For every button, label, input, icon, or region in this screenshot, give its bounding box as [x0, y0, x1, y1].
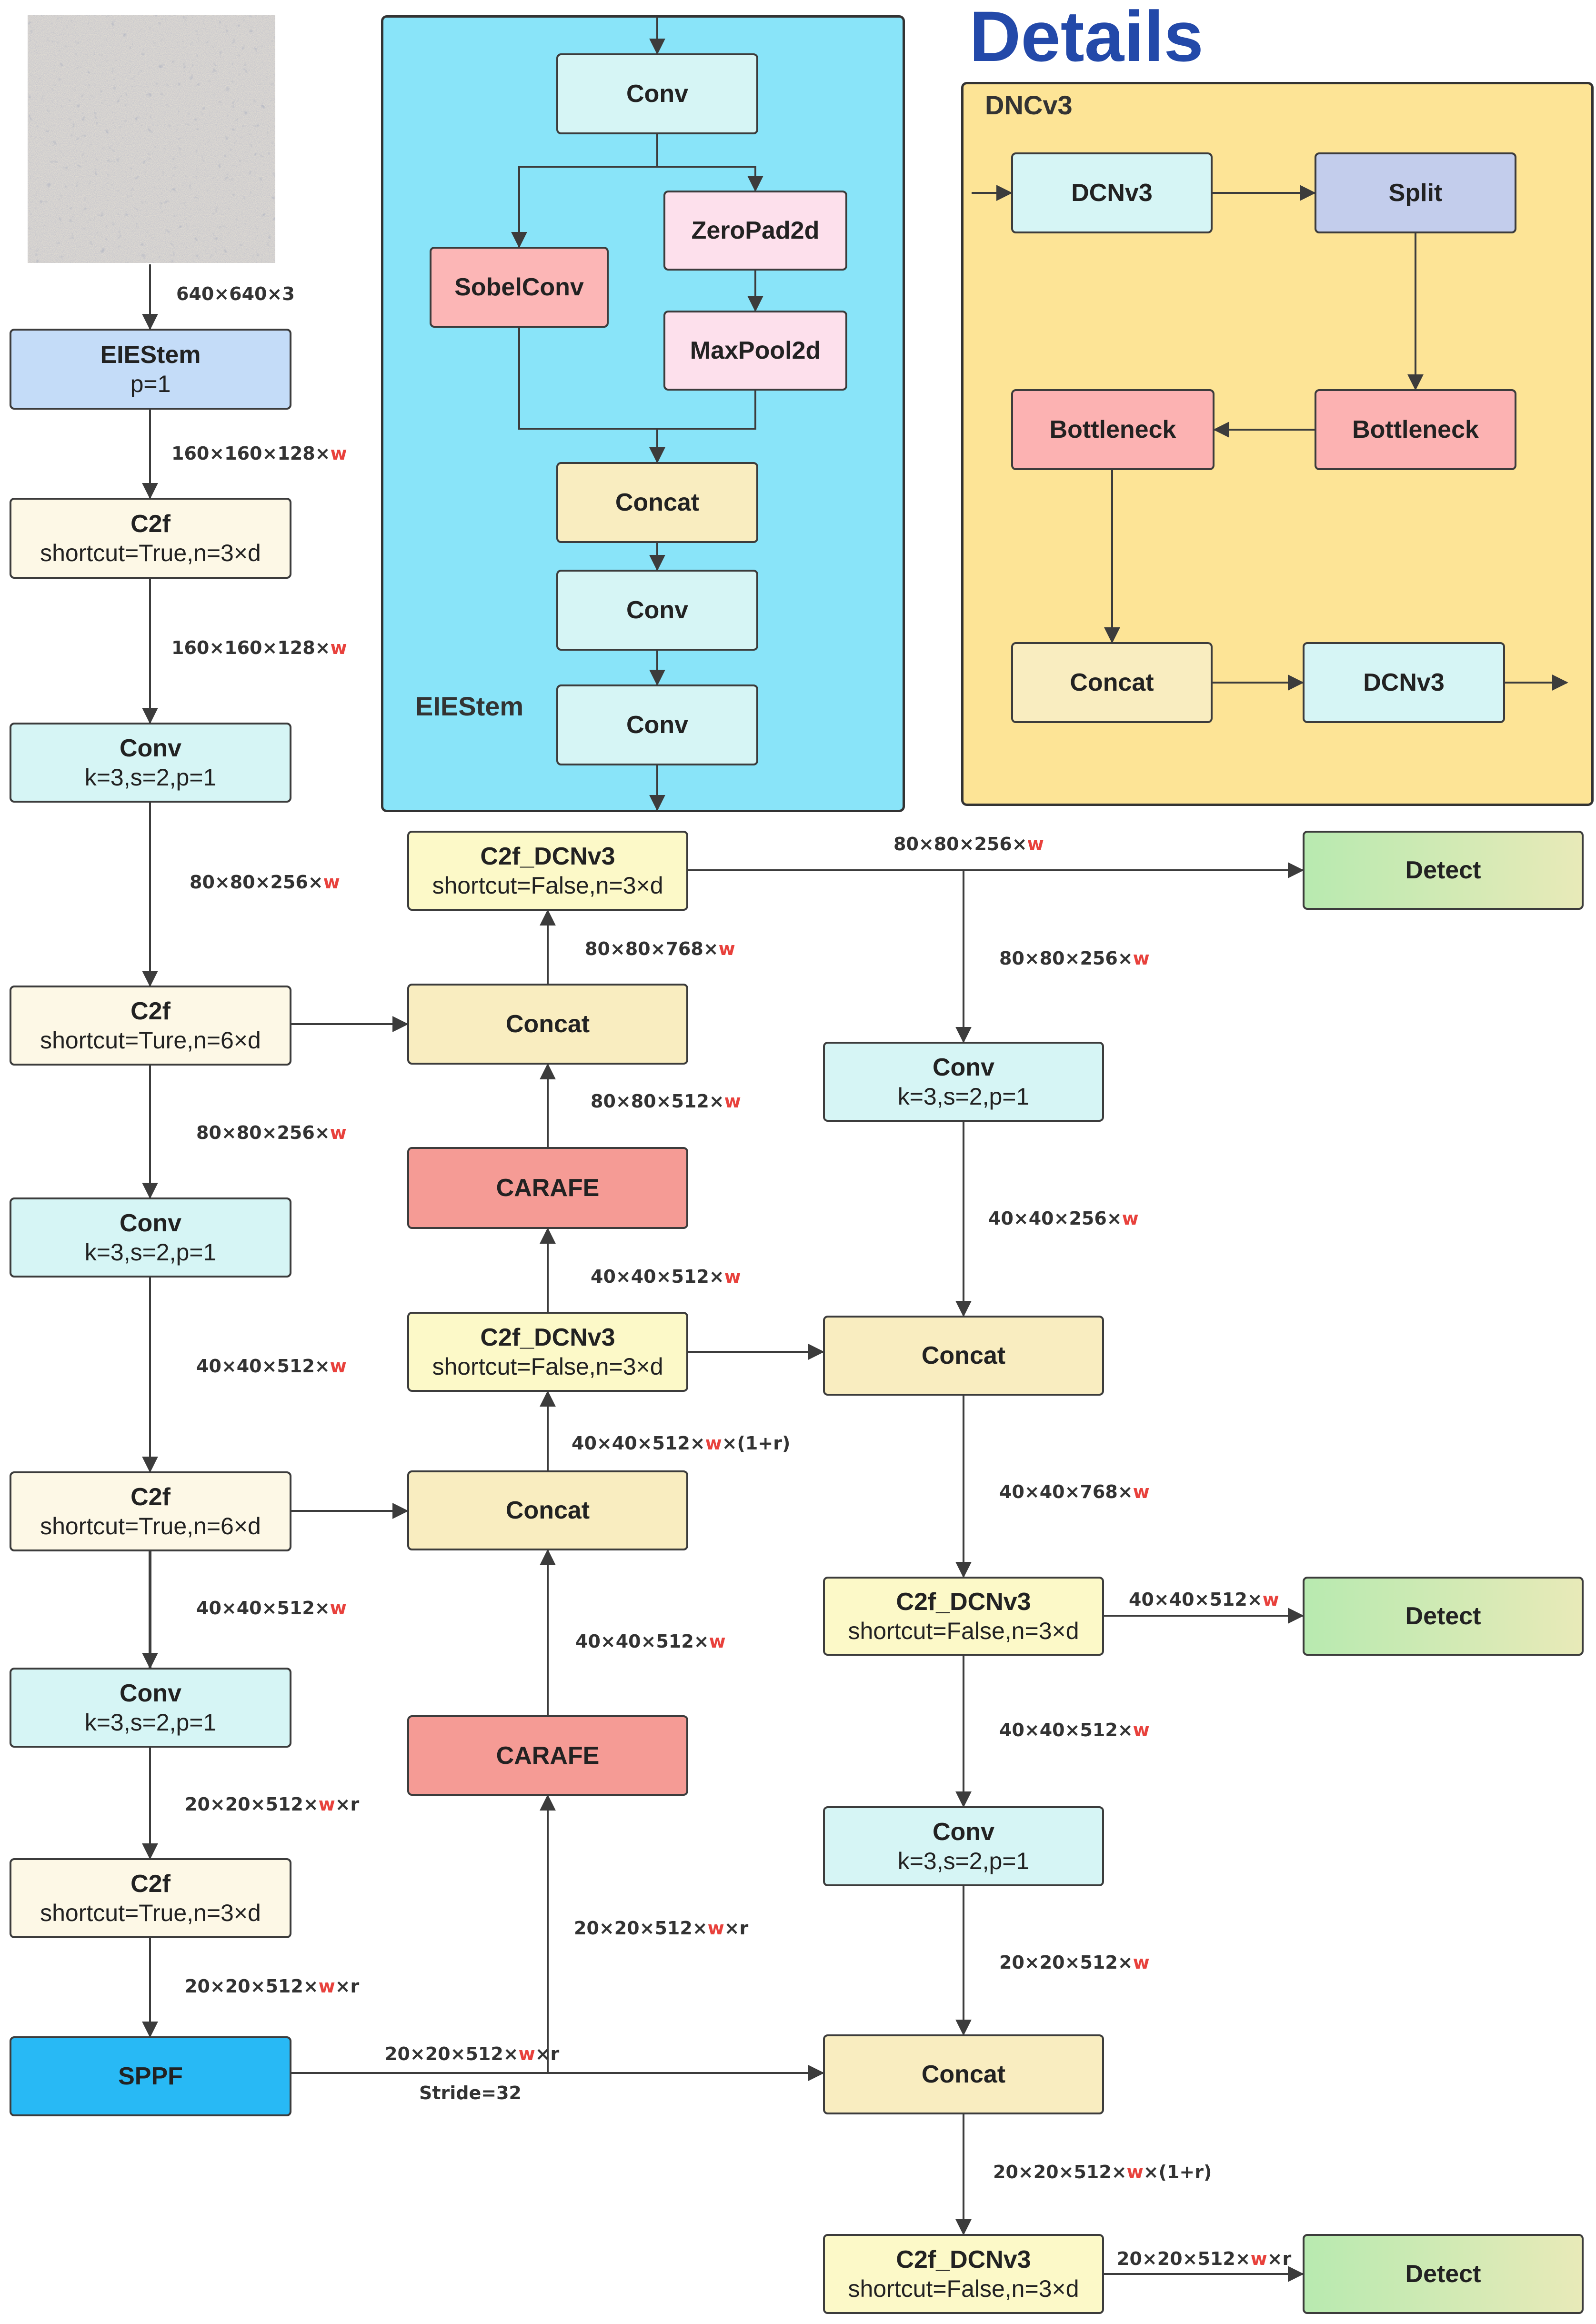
dn-concat: Concat: [1011, 642, 1213, 723]
carafe-block-2: CARAFE: [407, 1715, 688, 1796]
shape-label: 160×160×128×w: [171, 443, 347, 464]
detect-block-1: Detect: [1303, 831, 1584, 910]
shape-label: 40×40×512×w: [999, 1720, 1150, 1740]
shape-label: 80×80×512×w: [591, 1091, 741, 1112]
stride-label: Stride=32: [419, 2083, 522, 2103]
shape-label: 80×80×256×w: [999, 948, 1150, 969]
detect-block-2: Detect: [1303, 1577, 1584, 1656]
shape-label: 40×40×512×w: [591, 1266, 741, 1287]
edge-stem-maxpool-concat: [649, 391, 756, 463]
shape-label: 20×20×512×w×r: [385, 2043, 560, 2064]
stem-sobelconv: SobelConv: [430, 247, 609, 328]
dn-bottleneck-left: Bottleneck: [1011, 389, 1215, 470]
sppf-block: SPPF: [10, 2036, 291, 2116]
shape-label: 20×20×512×w×r: [185, 1794, 360, 1815]
concat-block-right-1: Concat: [823, 1316, 1104, 1396]
shape-label: 20×20×512×w×r: [185, 1976, 360, 1997]
stem-conv-1: Conv: [556, 53, 758, 134]
shape-label: 20×20×512×w×(1+r): [993, 2162, 1212, 2183]
shape-label: 80×80×768×w: [585, 938, 735, 959]
details-title: Details: [969, 0, 1204, 76]
edge-stem-sobel-concat: [518, 328, 657, 430]
dn-bottleneck-right: Bottleneck: [1315, 389, 1516, 470]
shape-label: 40×40×512×w: [1129, 1589, 1279, 1610]
dncv3-panel-title: DNCv3: [985, 90, 1073, 120]
shape-label: 20×20×512×w: [999, 1952, 1150, 1973]
shape-label: 20×20×512×w×r: [1117, 2248, 1292, 2269]
concat-block-right-2: Concat: [823, 2034, 1104, 2114]
shape-label: 40×40×512×w: [196, 1356, 347, 1377]
dn-dcnv3-1: DCNv3: [1011, 152, 1213, 233]
eiestem-panel: [381, 15, 905, 812]
shape-label: 160×160×128×w: [171, 637, 347, 658]
shape-label: 40×40×512×w: [196, 1598, 347, 1619]
shape-label: 40×40×512×w: [575, 1631, 726, 1652]
dn-dcnv3-2: DCNv3: [1303, 642, 1505, 723]
edge-stem-conv1-zeropad: [657, 166, 763, 192]
edge-stem-conv1-sobel: [511, 134, 658, 248]
carafe-block-1: CARAFE: [407, 1147, 688, 1229]
shape-label: 80×80×256×w: [190, 872, 340, 893]
shape-label: 40×40×256×w: [988, 1208, 1139, 1229]
concat-block-mid-1: Concat: [407, 984, 688, 1065]
eiestem-panel-title: EIEStem: [415, 691, 524, 721]
concat-block-mid-2: Concat: [407, 1470, 688, 1550]
detect-block-3: Detect: [1303, 2234, 1584, 2314]
stem-conv-2: Conv: [556, 570, 758, 651]
shape-label: 40×40×512×w×(1+r): [572, 1433, 791, 1454]
shape-label: 40×40×768×w: [999, 1481, 1150, 1502]
stem-concat: Concat: [556, 462, 758, 543]
shape-label: 640×640×3: [176, 283, 295, 304]
stem-zeropad2d: ZeroPad2d: [663, 191, 847, 271]
shape-label: 20×20×512×w×r: [574, 1918, 749, 1939]
stem-maxpool2d: MaxPool2d: [663, 311, 847, 391]
input-image: [28, 15, 275, 263]
dn-split: Split: [1315, 152, 1516, 233]
shape-label: 80×80×256×w: [196, 1122, 347, 1143]
shape-label: 80×80×256×w: [893, 834, 1044, 855]
stem-conv-3: Conv: [556, 684, 758, 765]
